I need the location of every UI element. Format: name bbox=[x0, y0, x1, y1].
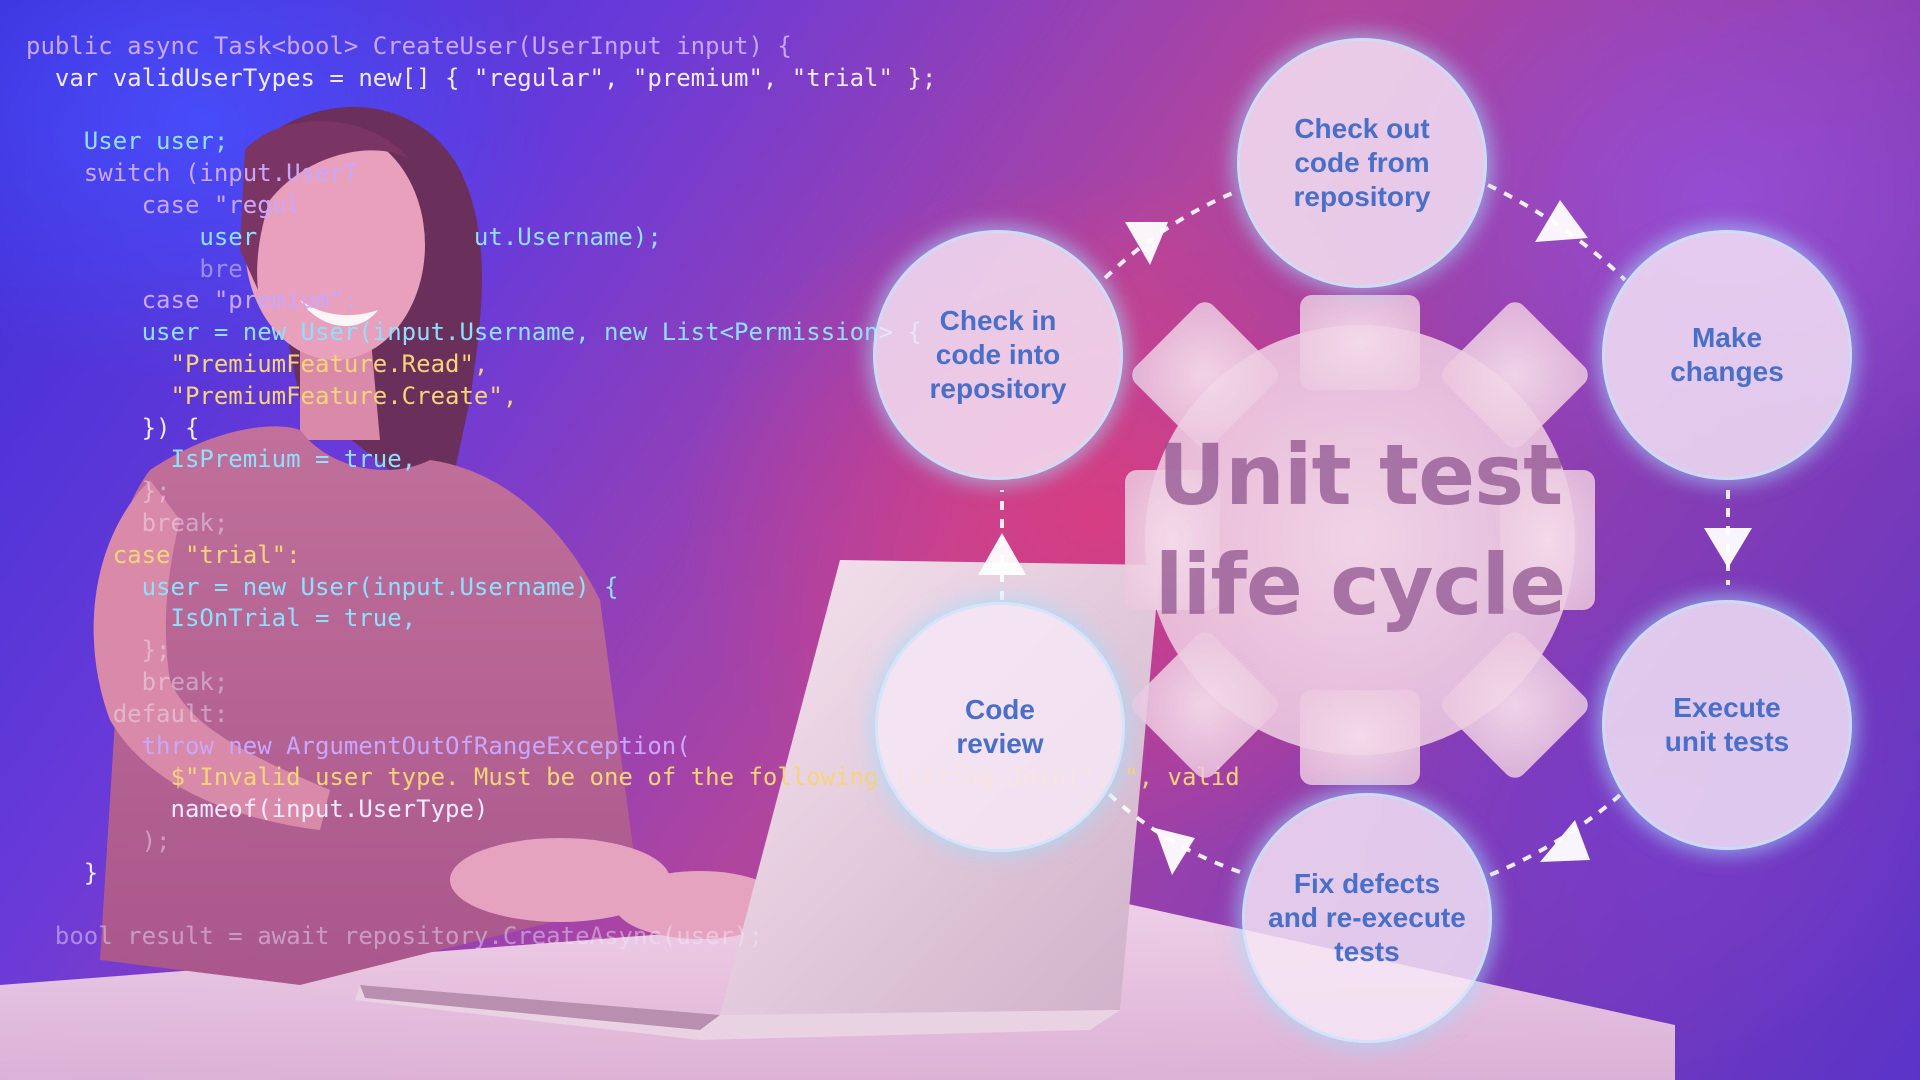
code-line: bre bbox=[26, 254, 243, 283]
step-make-changes: Make changes bbox=[1602, 230, 1852, 480]
step-code-review: Code review bbox=[875, 602, 1125, 852]
arrowhead-4-5 bbox=[1155, 828, 1195, 875]
code-snippet: public async Task<bool> CreateUser(UserI… bbox=[26, 31, 1240, 953]
code-line: user = new User(input.Username) { bbox=[26, 572, 619, 601]
code-line: }; bbox=[26, 477, 171, 506]
diagram-title-line-2: life cycle bbox=[1154, 536, 1566, 634]
code-line: break; bbox=[26, 508, 229, 537]
code-line: case "trial": bbox=[26, 540, 301, 569]
step-label: Make changes bbox=[1670, 322, 1784, 387]
code-line: user ut.Username); bbox=[26, 222, 662, 251]
arrowhead-1-2 bbox=[1535, 200, 1588, 242]
code-line: User user; bbox=[26, 127, 229, 156]
code-line: }) { bbox=[26, 413, 200, 442]
gear-shape bbox=[1125, 295, 1595, 785]
step-label: Check out code from repository bbox=[1293, 113, 1431, 212]
code-line: IsOnTrial = true, bbox=[26, 604, 417, 633]
code-line: switch (input.UserT bbox=[26, 159, 359, 188]
diagram-title: Unit test life cycle bbox=[1110, 420, 1610, 640]
step-label: Execute unit tests bbox=[1664, 692, 1790, 757]
diagram-title-line-1: Unit test bbox=[1157, 426, 1563, 524]
code-line: default: bbox=[26, 699, 229, 728]
code-line: } bbox=[26, 858, 99, 887]
code-line: break; bbox=[26, 667, 229, 696]
step-label: Fix defects and re-execute tests bbox=[1268, 868, 1466, 967]
code-line: bool result = await repository.CreateAsy… bbox=[26, 922, 763, 951]
step-check-out: Check out code from repository bbox=[1237, 38, 1487, 288]
code-line: public async Task<bool> CreateUser(UserI… bbox=[26, 32, 792, 60]
code-line: case "premium": bbox=[26, 286, 359, 315]
code-line: case "regul bbox=[26, 190, 301, 219]
person bbox=[93, 106, 785, 985]
step-execute-unit-tests: Execute unit tests bbox=[1602, 600, 1852, 850]
step-check-in: Check in code into repository bbox=[873, 230, 1123, 480]
step-label: Code review bbox=[956, 694, 1044, 759]
connector-1-2 bbox=[1487, 183, 1627, 282]
code-line: "PremiumFeature.Read", bbox=[26, 349, 489, 378]
code-line: "PremiumFeature.Create", bbox=[26, 381, 518, 410]
code-line: IsPremium = true, bbox=[26, 445, 417, 474]
code-line: user = new User(input.Username, new List… bbox=[26, 318, 922, 347]
connector-6-1 bbox=[1103, 188, 1241, 280]
arrowhead-2-3 bbox=[1704, 528, 1752, 568]
code-line: ); bbox=[26, 826, 171, 855]
connector-3-4 bbox=[1481, 793, 1622, 880]
code-line: throw new ArgumentOutOfRangeException( bbox=[26, 731, 691, 760]
code-line: }; bbox=[26, 636, 171, 665]
arrowhead-6-1 bbox=[1125, 222, 1168, 265]
code-line: var validUserTypes = new[] { "regular", … bbox=[26, 63, 937, 92]
step-fix-defects: Fix defects and re-execute tests bbox=[1242, 793, 1492, 1043]
step-label: Check in code into repository bbox=[929, 305, 1067, 404]
arrowhead-5-6 bbox=[978, 533, 1026, 575]
arrowhead-3-4 bbox=[1540, 820, 1590, 862]
code-line: nameof(input.UserType) bbox=[26, 795, 489, 824]
